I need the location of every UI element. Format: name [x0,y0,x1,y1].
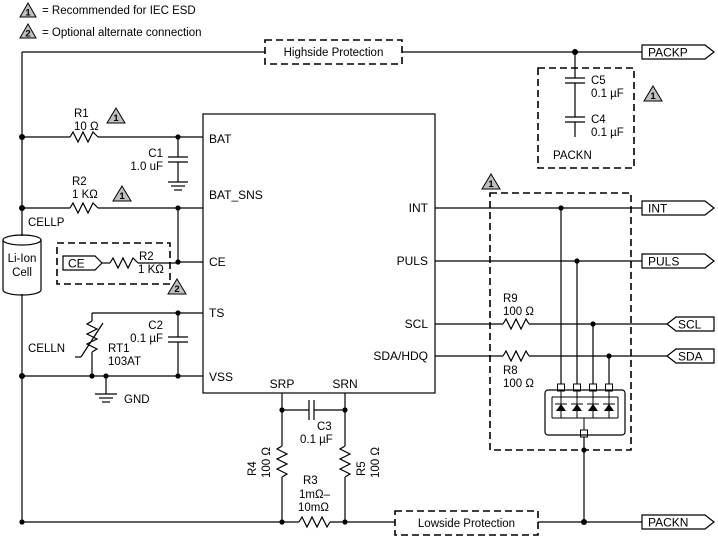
esd-marker-r2: 1 [112,185,132,202]
ce-port-label: CE [68,257,85,271]
gnd-label: GND [124,394,150,406]
ic-pin-labels: BAT BAT_SNS CE TS VSS INT PULS SCL SDA/H… [209,132,429,391]
c4-ref: C4 [591,114,606,126]
pack-cap-box: C5 0.1 µF C4 0.1 µF PACKN 1 [537,52,663,169]
pin-bat: BAT [209,132,232,146]
scl-port [666,316,715,332]
c1-ref: C1 [148,148,163,160]
esd-marker-array-number: 1 [488,179,494,190]
r1-ref: R1 [74,108,89,120]
pin-puls: PULS [397,254,428,268]
pin-ts: TS [209,306,224,320]
r1-value: 10 Ω [74,121,99,133]
esd-marker-array: 1 [481,173,501,190]
c3-ref: C3 [317,421,332,433]
packn-port: PACKN [641,514,715,530]
rt1-ref: RT1 [108,343,130,355]
r9-ref: R9 [503,293,518,305]
pin-scl: SCL [405,317,429,331]
r5-ref: R5 [356,461,368,476]
r3-value-line1: 1mΩ– [299,489,331,501]
c2-value: 0.1 µF [130,333,163,345]
r3-ref: R3 [303,475,318,487]
alt-marker-2: 2 [167,278,187,295]
highside-protection-box: Highside Protection [264,39,403,65]
legend-marker-1: 1 [19,1,37,19]
puls-port [641,253,715,269]
legend-marker-1-number: 1 [25,8,31,19]
r4-value: 100 Ω [261,447,273,478]
lowside-protection-label: Lowside Protection [418,518,515,530]
int-port [641,200,715,216]
pin-sda-hdq: SDA/HDQ [373,349,428,363]
esd-marker-caps: 1 [643,85,663,102]
r2-alt-ref: R2 [139,251,154,263]
alt-marker-2-number: 2 [174,284,179,295]
r2-ref: R2 [72,176,87,188]
signal-lines: INT PULS SCL R9 100 Ω SDA R8 100 Ω [435,200,715,390]
r3-value-line2: 10mΩ [298,502,329,514]
packn-label: PACKN [648,516,688,530]
sda-port-label: SDA [678,350,703,364]
packp-label: PACKP [648,46,688,60]
legend-text-1: = Recommended for IEC ESD [42,5,196,17]
pin-ce: CE [209,255,226,269]
pack-cap-packn-label: PACKN [553,150,592,162]
sense-circuit: C3 0.1 µF R4 100 Ω R5 100 Ω R3 1mΩ– 10mΩ [247,393,382,529]
left-rails: CELLP CELLN [19,52,65,522]
gauge-ic [202,113,436,394]
rt1-value: 103AT [108,356,141,368]
esd-marker-r1-number: 1 [113,113,119,124]
c5-value: 0.1 µF [591,88,624,100]
lowside-protection-box: Lowside Protection [394,510,539,536]
highside-protection-label: Highside Protection [284,47,384,59]
pin-vss: VSS [209,370,233,384]
c5-ref: C5 [591,75,606,87]
ce-alternate-box: CE R2 1 KΩ 2 [56,242,187,295]
esd-marker-caps-number: 1 [650,91,656,102]
c1-value: 1.0 uF [130,161,163,173]
cellp-label: CELLP [28,217,65,229]
celln-label: CELLN [28,343,65,355]
battery-label-line2: Cell [12,267,32,279]
r8-ref: R8 [503,365,518,377]
packp-port: PACKP [641,44,715,60]
c4-value: 0.1 µF [591,127,624,139]
r2-value: 1 KΩ [72,189,98,201]
c3-value: 0.1 µF [300,434,333,446]
r9-value: 100 Ω [503,306,534,318]
int-port-label: INT [648,202,668,216]
legend-marker-2: 2 [19,22,37,40]
legend-text-2: = Optional alternate connection [42,27,202,39]
c2-ref: C2 [148,320,163,332]
legend-marker-2-number: 2 [25,29,30,40]
pin-srp: SRP [270,377,295,391]
pin-bat-sns: BAT_SNS [209,188,263,202]
pin-srn: SRN [332,377,357,391]
bat-circuit: R1 10 Ω C1 1.0 uF 1 [22,107,203,191]
legend: 1 = Recommended for IEC ESD 2 = Optional… [19,1,202,40]
battery-label-line1: Li-Ion [8,253,37,265]
esd-marker-r2-number: 1 [119,191,125,202]
r4-ref: R4 [247,461,259,476]
scl-port-label: SCL [678,318,702,332]
bat-sns-circuit: R2 1 KΩ 1 [22,176,203,265]
puls-port-label: PULS [648,255,679,269]
r5-value: 100 Ω [370,447,382,478]
r2-alt-value: 1 KΩ [138,264,164,276]
sda-port [666,348,715,364]
r8-value: 100 Ω [503,378,534,390]
esd-marker-r1: 1 [106,107,126,124]
pin-int: INT [409,201,429,215]
esd-array-box: 1 [481,173,632,522]
ts-circuit: RT1 103AT C2 0.1 µF GND [22,310,203,406]
li-ion-battery: Li-Ion Cell [2,234,42,296]
packn-rail [19,519,642,525]
